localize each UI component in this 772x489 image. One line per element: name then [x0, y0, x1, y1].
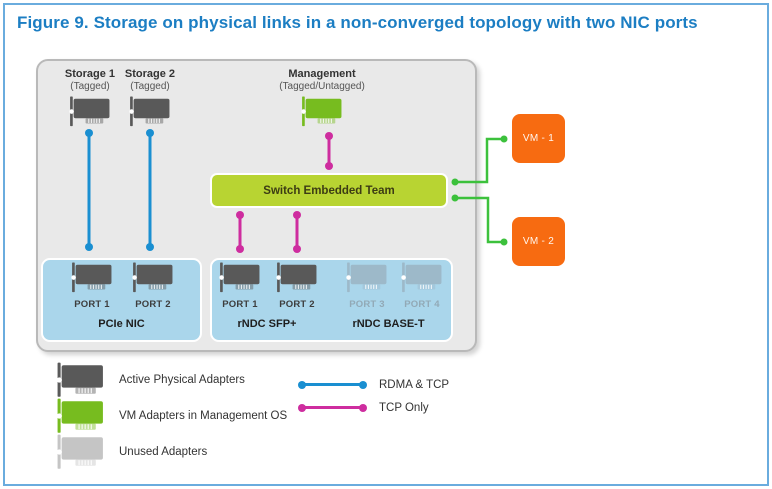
management-adapter-icon [299, 96, 345, 128]
pcie-nic-label: PCIe NIC [98, 318, 145, 330]
pcie-nic-box [41, 258, 202, 342]
active-adapter-icon [274, 262, 320, 294]
tcp-only-line-swatch [300, 406, 365, 409]
rndc-baset-port-4-label: PORT 4 [404, 299, 440, 310]
legend-rdma-tcp-label: RDMA & TCP [379, 378, 450, 391]
figure-caption: Figure 9. Storage on physical links in a… [17, 13, 698, 32]
management-sublabel: (Tagged/Untagged) [279, 81, 365, 92]
node-storage-1: Storage 1 (Tagged) [30, 68, 150, 128]
legend-unused-label: Unused Adapters [119, 446, 208, 458]
pcie-port-1-label: PORT 1 [74, 299, 110, 310]
rndc-baset-port-3: PORT 3 [339, 262, 395, 310]
active-adapter-icon [69, 262, 115, 294]
pcie-port-1: PORT 1 [64, 262, 120, 310]
active-adapter-icon [130, 262, 176, 294]
legend-adapters: Active Physical Adapters VM Adapters in … [54, 362, 287, 470]
rdma-tcp-line-swatch [300, 383, 365, 386]
storage-1-label: Storage 1 [64, 68, 116, 80]
rndc-sfp-port-2-label: PORT 2 [279, 299, 315, 310]
active-adapter-icon [217, 262, 263, 294]
rndc-sfp-port-1: PORT 1 [212, 262, 268, 310]
legend-management-label: VM Adapters in Management OS [119, 410, 288, 422]
rndc-sfp-port-1-label: PORT 1 [222, 299, 258, 310]
rndc-baset-port-3-label: PORT 3 [349, 299, 385, 310]
legend-tcp-only-label: TCP Only [379, 401, 429, 414]
pcie-port-2-label: PORT 2 [135, 299, 171, 310]
active-adapter-icon [127, 96, 173, 128]
unused-adapter-icon [54, 434, 107, 471]
legend-row-management: VM Adapters in Management OS [54, 398, 287, 434]
node-management: Management (Tagged/Untagged) [262, 68, 382, 128]
legend-row-unused: Unused Adapters [54, 434, 287, 470]
legend-row-tcp-only: TCP Only [300, 396, 449, 419]
legend-row-rdma-tcp: RDMA & TCP [300, 373, 449, 396]
rndc-baset-label: rNDC BASE-T [352, 318, 425, 330]
unused-adapter-icon [344, 262, 390, 294]
management-label: Management [288, 68, 356, 80]
rndc-sfp-label: rNDC SFP+ [237, 318, 297, 330]
rndc-baset-port-4: PORT 4 [394, 262, 450, 310]
unused-adapter-icon [399, 262, 445, 294]
pcie-port-2: PORT 2 [125, 262, 181, 310]
legend-row-active: Active Physical Adapters [54, 362, 287, 398]
storage-1-sublabel: (Tagged) [70, 81, 110, 92]
vm-1-box: VM - 1 [512, 114, 565, 163]
legend-lines: RDMA & TCP TCP Only [300, 373, 449, 419]
storage-2-sublabel: (Tagged) [130, 81, 170, 92]
management-adapter-icon [54, 398, 107, 435]
active-adapter-icon [54, 362, 107, 399]
switch-embedded-team: Switch Embedded Team [210, 173, 448, 208]
rndc-sfp-port-2: PORT 2 [269, 262, 325, 310]
node-storage-2: Storage 2 (Tagged) [90, 68, 210, 128]
vm-2-box: VM - 2 [512, 217, 565, 266]
storage-2-label: Storage 2 [124, 68, 176, 80]
legend-active-label: Active Physical Adapters [119, 374, 245, 386]
